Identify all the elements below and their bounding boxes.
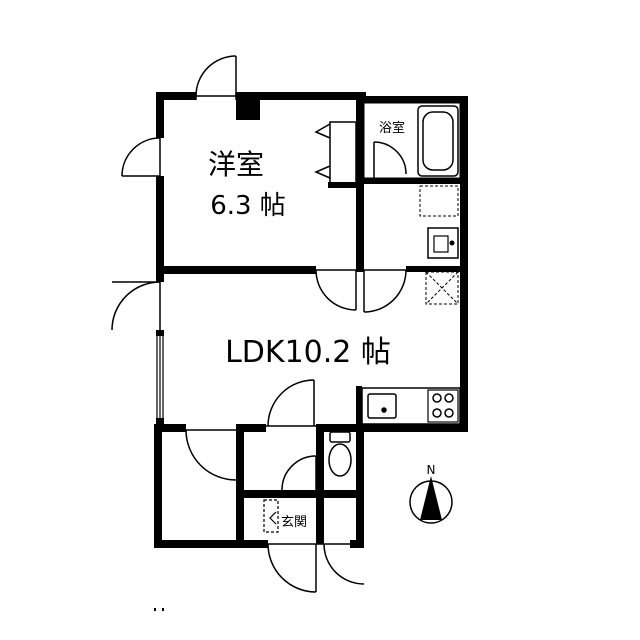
wall-bath-bottom xyxy=(362,178,460,184)
closet-western xyxy=(314,121,357,185)
door-closet-lower xyxy=(185,429,237,481)
wash-basin-icon xyxy=(427,227,459,259)
wall-shoebox xyxy=(316,498,324,544)
door-entrance xyxy=(267,543,365,593)
door-western-ldk xyxy=(315,269,357,311)
wall-top-bath xyxy=(360,96,468,103)
wall-ldk-bottom-right xyxy=(316,424,360,432)
window xyxy=(156,336,164,418)
stove-icon xyxy=(427,389,459,423)
entrance-label: 玄関 xyxy=(281,515,307,530)
ldk-label: LDK10.2 帖 xyxy=(225,335,391,370)
wall-left-western-lower xyxy=(156,176,164,276)
wall-kitchen-divider xyxy=(406,266,468,272)
wall-right-lower xyxy=(356,424,364,548)
bathtub-icon xyxy=(417,105,459,177)
wall-western-ldk xyxy=(156,266,316,274)
refrigerator-space xyxy=(425,271,459,305)
wall-right xyxy=(460,96,468,426)
bathtub-inner xyxy=(422,111,454,171)
wall-left-ldk-mid xyxy=(156,330,164,336)
structural-column xyxy=(236,100,260,120)
exterior-walls xyxy=(154,92,468,548)
interior-walls xyxy=(156,96,468,544)
compass-north-label: N xyxy=(427,463,436,477)
wall-counter-left xyxy=(356,386,362,426)
wall-western-east xyxy=(356,96,364,272)
wall-bottom-kitchen xyxy=(356,424,468,432)
wall-ldk-bottom-mid xyxy=(236,424,266,432)
wall-left-ldk-top xyxy=(156,272,164,282)
decorative-marks xyxy=(154,608,164,611)
kitchen-counter xyxy=(361,387,461,425)
door-wash-ldk xyxy=(363,269,407,313)
door-ldk-hall xyxy=(266,379,316,427)
toilet-icon xyxy=(328,431,352,477)
sink-icon xyxy=(367,393,397,419)
wall-left-closet xyxy=(154,424,162,546)
door-bath xyxy=(373,141,407,178)
bath-label: 浴室 xyxy=(379,120,405,136)
door-ldk-left xyxy=(111,281,161,331)
washroom-fixtures xyxy=(419,185,459,259)
north-arrow-icon xyxy=(420,476,442,520)
wall-lower-left-partition xyxy=(236,424,244,544)
wall-top-left xyxy=(156,92,196,100)
wall-bottom-post xyxy=(260,540,268,548)
door-toilet xyxy=(281,455,317,491)
wall-ldk-bottom-left xyxy=(156,424,186,432)
western-room-size: 6.3 帖 xyxy=(210,191,286,221)
shoe-cabinet xyxy=(263,499,279,533)
north-compass: N xyxy=(409,463,453,524)
wall-bottom-right xyxy=(350,540,364,548)
doors xyxy=(111,55,407,593)
wall-toilet-left xyxy=(316,424,324,492)
wall-entrance-top xyxy=(236,490,362,498)
wall-closet-bottom xyxy=(328,182,358,188)
western-room-name: 洋室 xyxy=(208,148,264,181)
washing-machine-space xyxy=(419,185,459,217)
door-western-top xyxy=(195,55,237,100)
wall-top-middle xyxy=(236,92,366,100)
bath-fixtures xyxy=(363,102,461,179)
wall-left-western-upper xyxy=(156,92,164,138)
door-western-left xyxy=(121,137,161,177)
wall-bottom-left xyxy=(154,540,266,548)
